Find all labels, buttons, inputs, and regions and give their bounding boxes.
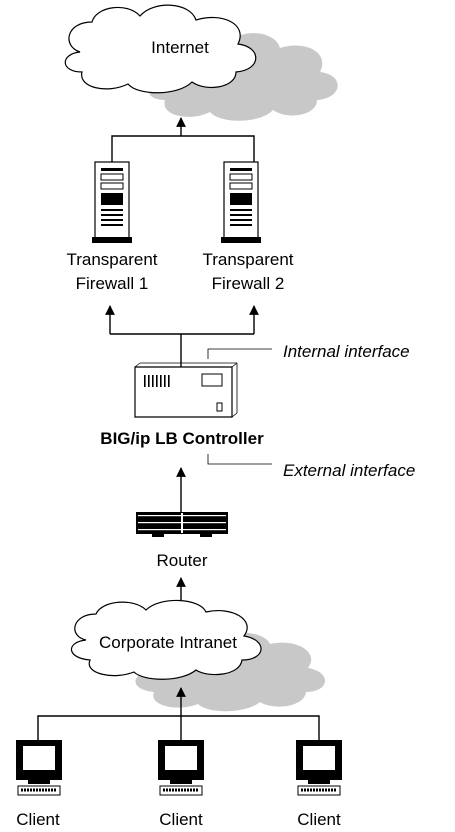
client-label: Client [16,810,60,829]
controller-device [134,362,238,418]
intranet-label: Corporate Intranet [99,633,237,652]
intranet-cloud: Corporate Intranet [70,599,326,712]
internet-cloud: Internet [64,4,338,121]
internet-label: Internet [151,38,209,57]
firewall-uplink [111,117,255,162]
controller-uplink [105,305,259,367]
firewall-1-label-line1: Transparent [66,250,157,269]
client-label: Client [297,810,341,829]
client-computer [296,740,342,796]
client-computer [158,740,204,796]
client-label: Client [159,810,203,829]
router-label: Router [156,551,207,570]
firewall-2 [221,161,261,243]
firewall-2-label-line1: Transparent [202,250,293,269]
external-interface-label: External interface [283,461,415,480]
controller-label: BIG/ip LB Controller [100,429,264,448]
firewall-2-label-line2: Firewall 2 [212,274,285,293]
firewall-1-label-line2: Firewall 1 [76,274,149,293]
client-computer [16,740,62,796]
router-device [136,512,228,537]
external-interface-callout [207,454,272,465]
firewall-1 [92,161,132,243]
controller-vent [144,375,170,387]
clients-bus [37,687,320,740]
internal-interface-callout [207,348,272,359]
internal-interface-label: Internal interface [283,342,410,361]
